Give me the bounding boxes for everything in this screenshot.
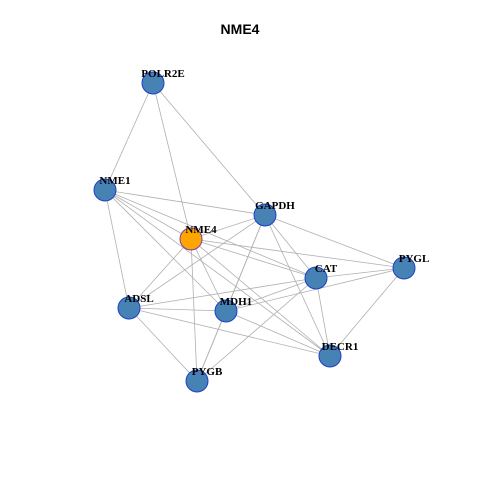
edge-mdh1-pygb [196,310,227,382]
edge-cat-adsl [128,277,317,309]
edge-nme4-decr1 [190,238,331,357]
edge-nme1-adsl [104,189,130,309]
edge-adsl-mdh1 [128,307,227,312]
edge-nme4-pygl [190,238,405,269]
edge-nme1-decr1 [104,189,331,357]
edge-nme4-gapdh [190,214,266,240]
edge-pygl-mdh1 [225,267,405,312]
edge-adsl-decr1 [128,307,331,357]
edge-mdh1-decr1 [225,310,331,357]
node-label-pygb: PYGB [192,366,223,378]
edge-nme4-adsl [128,238,192,309]
node-label-nme1: NME1 [99,175,130,187]
node-decr1[interactable] [318,344,342,368]
edge-nme1-nme4 [104,189,192,240]
edge-layer [104,82,405,382]
edge-cat-decr1 [315,277,331,357]
node-polr2e[interactable] [141,71,165,95]
edge-nme1-gapdh [104,189,266,216]
edge-adsl-pygb [128,307,198,382]
edge-cat-pygb [196,277,317,382]
node-label-polr2e: POLR2E [141,68,184,80]
edge-gapdh-pygl [264,214,405,269]
edge-nme4-cat [190,238,317,279]
edge-gapdh-adsl [128,214,266,309]
edge-cat-mdh1 [225,277,317,312]
node-gapdh[interactable] [253,203,277,227]
node-label-decr1: DECR1 [322,341,359,353]
node-label-cat: CAT [315,263,338,275]
edge-polr2e-gapdh [152,82,266,216]
node-layer [93,71,416,393]
node-nme4[interactable] [179,227,203,251]
edge-nme1-mdh1 [104,189,227,312]
node-pygb[interactable] [185,369,209,393]
edge-cat-pygl [315,267,405,279]
edge-pygl-decr1 [329,267,405,357]
edge-polr2e-nme1 [104,82,154,191]
node-label-mdh1: MDH1 [220,296,252,308]
node-adsl[interactable] [117,296,141,320]
edge-gapdh-decr1 [264,214,331,357]
edge-gapdh-cat [264,214,317,279]
node-label-adsl: ADSL [124,293,153,305]
node-label-gapdh: GAPDH [255,200,295,212]
node-pygl[interactable] [392,256,416,280]
node-nme1[interactable] [93,178,117,202]
graph-title: NME4 [220,21,260,37]
node-label-nme4: NME4 [185,224,217,236]
edge-polr2e-nme4 [152,82,192,240]
node-label-pygl: PYGL [399,253,430,265]
edge-nme1-cat [104,189,317,279]
node-cat[interactable] [304,266,328,290]
node-mdh1[interactable] [214,299,238,323]
edge-nme4-mdh1 [190,238,227,312]
